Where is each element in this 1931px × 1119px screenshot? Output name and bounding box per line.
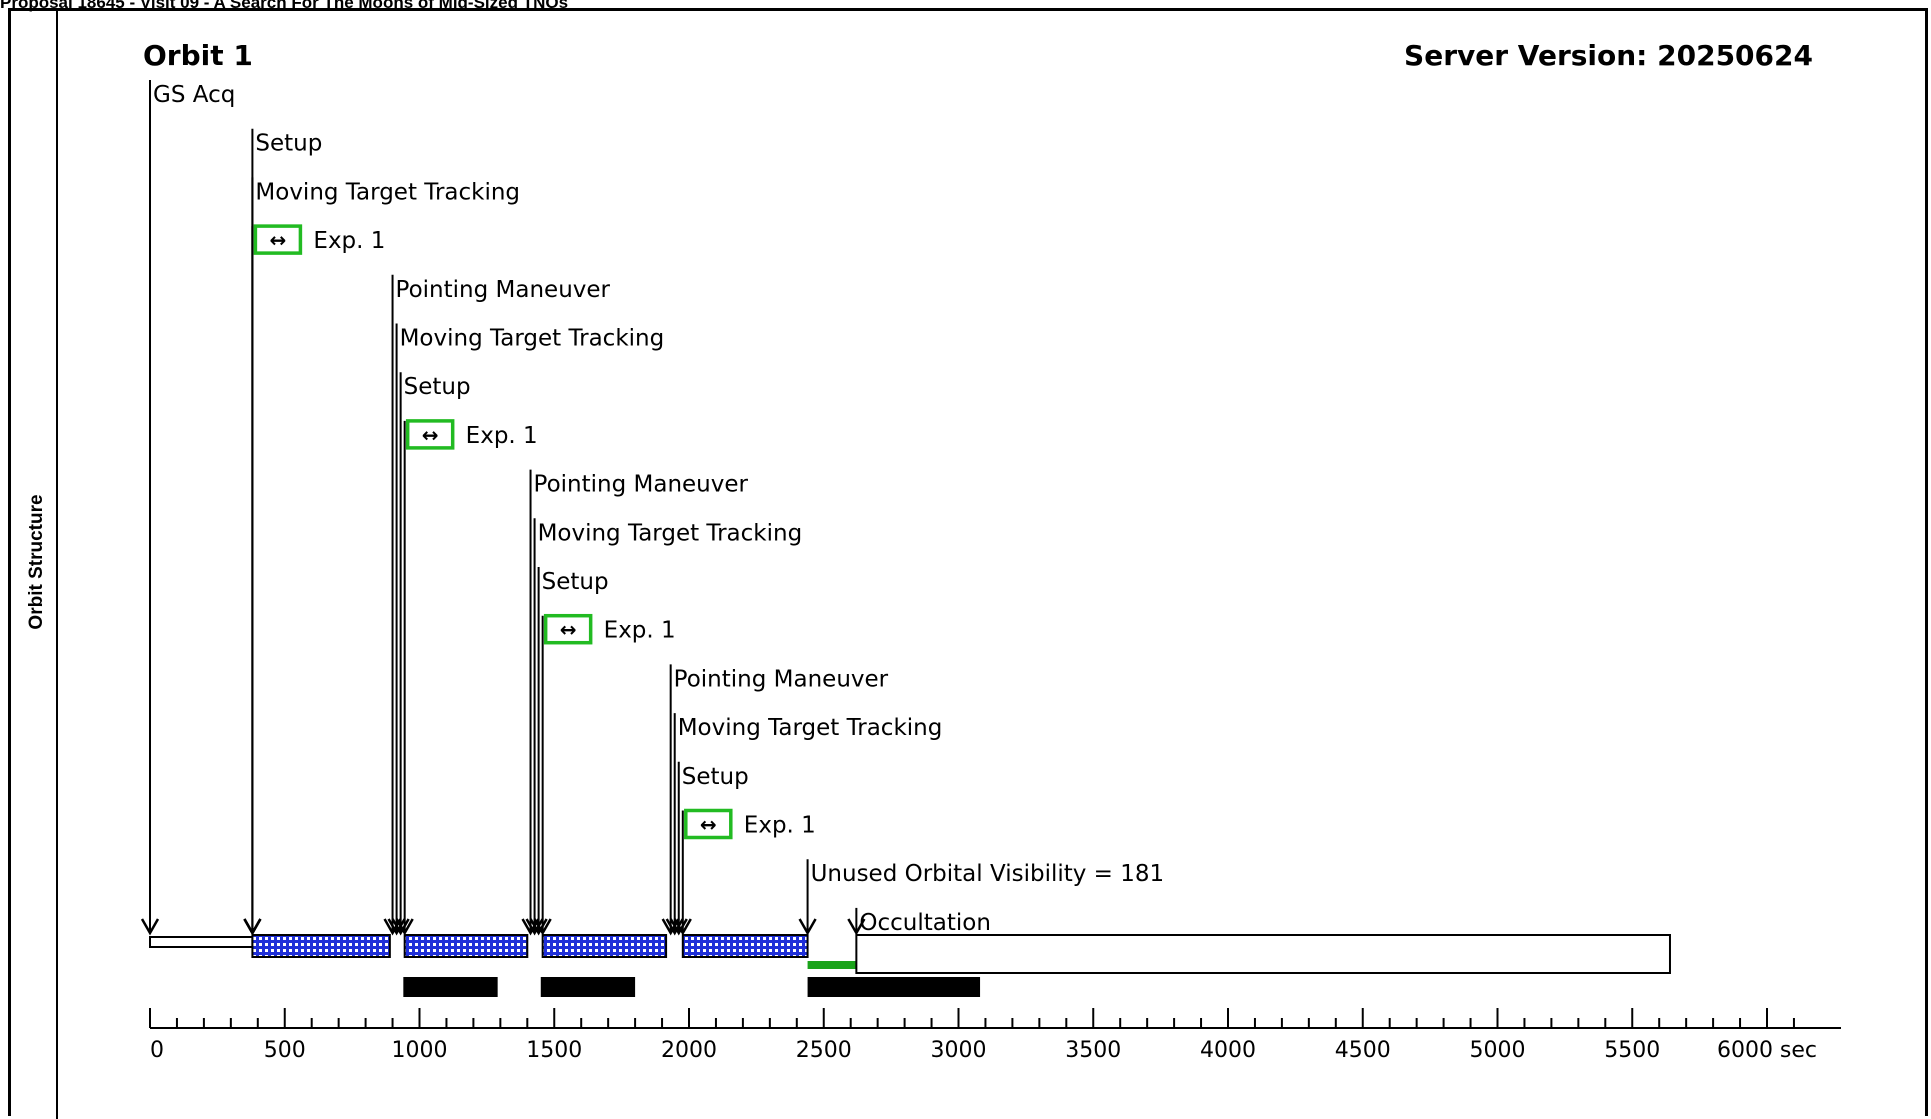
event-label: Moving Target Tracking [255, 179, 520, 205]
axis-tick-label: 3500 [1065, 1038, 1121, 1063]
axis-tick-label: 1000 [392, 1038, 448, 1063]
exposure-icon-glyph: ↔ [560, 618, 577, 642]
axis-tick-label: 4500 [1335, 1038, 1391, 1063]
exposure-icon: ↔ [684, 808, 733, 840]
event-arrow-icon [395, 918, 414, 936]
event-arrow-icon [661, 918, 680, 936]
exposure-icon: ↔ [543, 613, 593, 645]
segment-occultation [855, 934, 1671, 974]
exposure-icon-frame [405, 419, 455, 450]
exposure-icon-glyph: ↔ [270, 228, 287, 252]
server-version: Server Version: 20250624 [1404, 39, 1813, 72]
axis-tick-label: 500 [264, 1038, 306, 1063]
event-label: Occultation [859, 910, 991, 936]
orbit-title: Orbit 1 [143, 39, 253, 72]
segment-unused-visibility [807, 961, 857, 969]
event-arrow-icon [673, 918, 692, 936]
axis-tick-label: 0 [150, 1038, 164, 1063]
event-arrow-icon [665, 918, 684, 936]
axis-tick-label: 3000 [931, 1038, 987, 1063]
event-arrow-icon [521, 918, 540, 936]
axis-tick-label: 5000 [1470, 1038, 1526, 1063]
event-arrow-icon [391, 918, 410, 936]
event-label: Setup [404, 374, 471, 400]
event-arrow-icon [847, 918, 866, 936]
segment-exposure [541, 934, 668, 958]
axis-tick-label: 2000 [661, 1038, 717, 1063]
event-label: Pointing Maneuver [534, 472, 749, 498]
event-label: Moving Target Tracking [538, 520, 803, 546]
exposure-icon-frame [253, 224, 303, 255]
event-label: Pointing Maneuver [396, 277, 611, 303]
exposure-label: Exp. 1 [604, 618, 676, 644]
axis-tick-label: 2500 [796, 1038, 852, 1063]
event-label: Moving Target Tracking [678, 715, 943, 741]
side-label-cell [11, 11, 58, 1119]
exposure-icon-glyph: ↔ [422, 423, 439, 447]
segment-exposure [403, 934, 529, 958]
event-label: Unused Orbital Visibility = 181 [811, 861, 1165, 887]
event-label: Pointing Maneuver [674, 666, 889, 692]
exposure-label: Exp. 1 [466, 423, 538, 449]
exposure-icon-glyph: ↔ [700, 813, 717, 837]
activity-bar [807, 977, 981, 997]
event-label: Setup [542, 569, 609, 595]
frame [8, 8, 1928, 1116]
axis-tick-label: 1500 [526, 1038, 582, 1063]
event-arrow-icon [525, 918, 544, 936]
exposure-icon-frame [684, 808, 733, 840]
event-arrow-icon [669, 918, 688, 936]
activity-bar [540, 977, 636, 997]
segment-exposure [681, 934, 809, 958]
event-arrow-icon [529, 918, 548, 936]
axis-tick-label: 6000 sec [1717, 1038, 1817, 1063]
exposure-label: Exp. 1 [744, 813, 816, 839]
event-arrow-icon [798, 918, 817, 936]
exposure-icon-frame [543, 613, 593, 645]
event-arrow-icon [243, 918, 262, 936]
event-arrow-icon [387, 918, 406, 936]
event-label: Setup [682, 764, 749, 790]
event-arrow-icon [533, 918, 552, 936]
axis-tick-label: 5500 [1604, 1038, 1660, 1063]
exposure-label: Exp. 1 [313, 228, 385, 254]
exposure-icon: ↔ [253, 224, 303, 255]
event-arrow-icon [140, 918, 160, 936]
event-label: Setup [255, 131, 322, 157]
event-arrow-icon [383, 918, 402, 936]
event-label: Moving Target Tracking [400, 326, 665, 352]
segment-setup [149, 936, 254, 948]
segment-exposure [251, 934, 391, 958]
activity-bar [403, 977, 498, 997]
axis-tick-label: 4000 [1200, 1038, 1256, 1063]
exposure-icon: ↔ [405, 419, 455, 450]
event-label: GS Acq [153, 82, 235, 108]
